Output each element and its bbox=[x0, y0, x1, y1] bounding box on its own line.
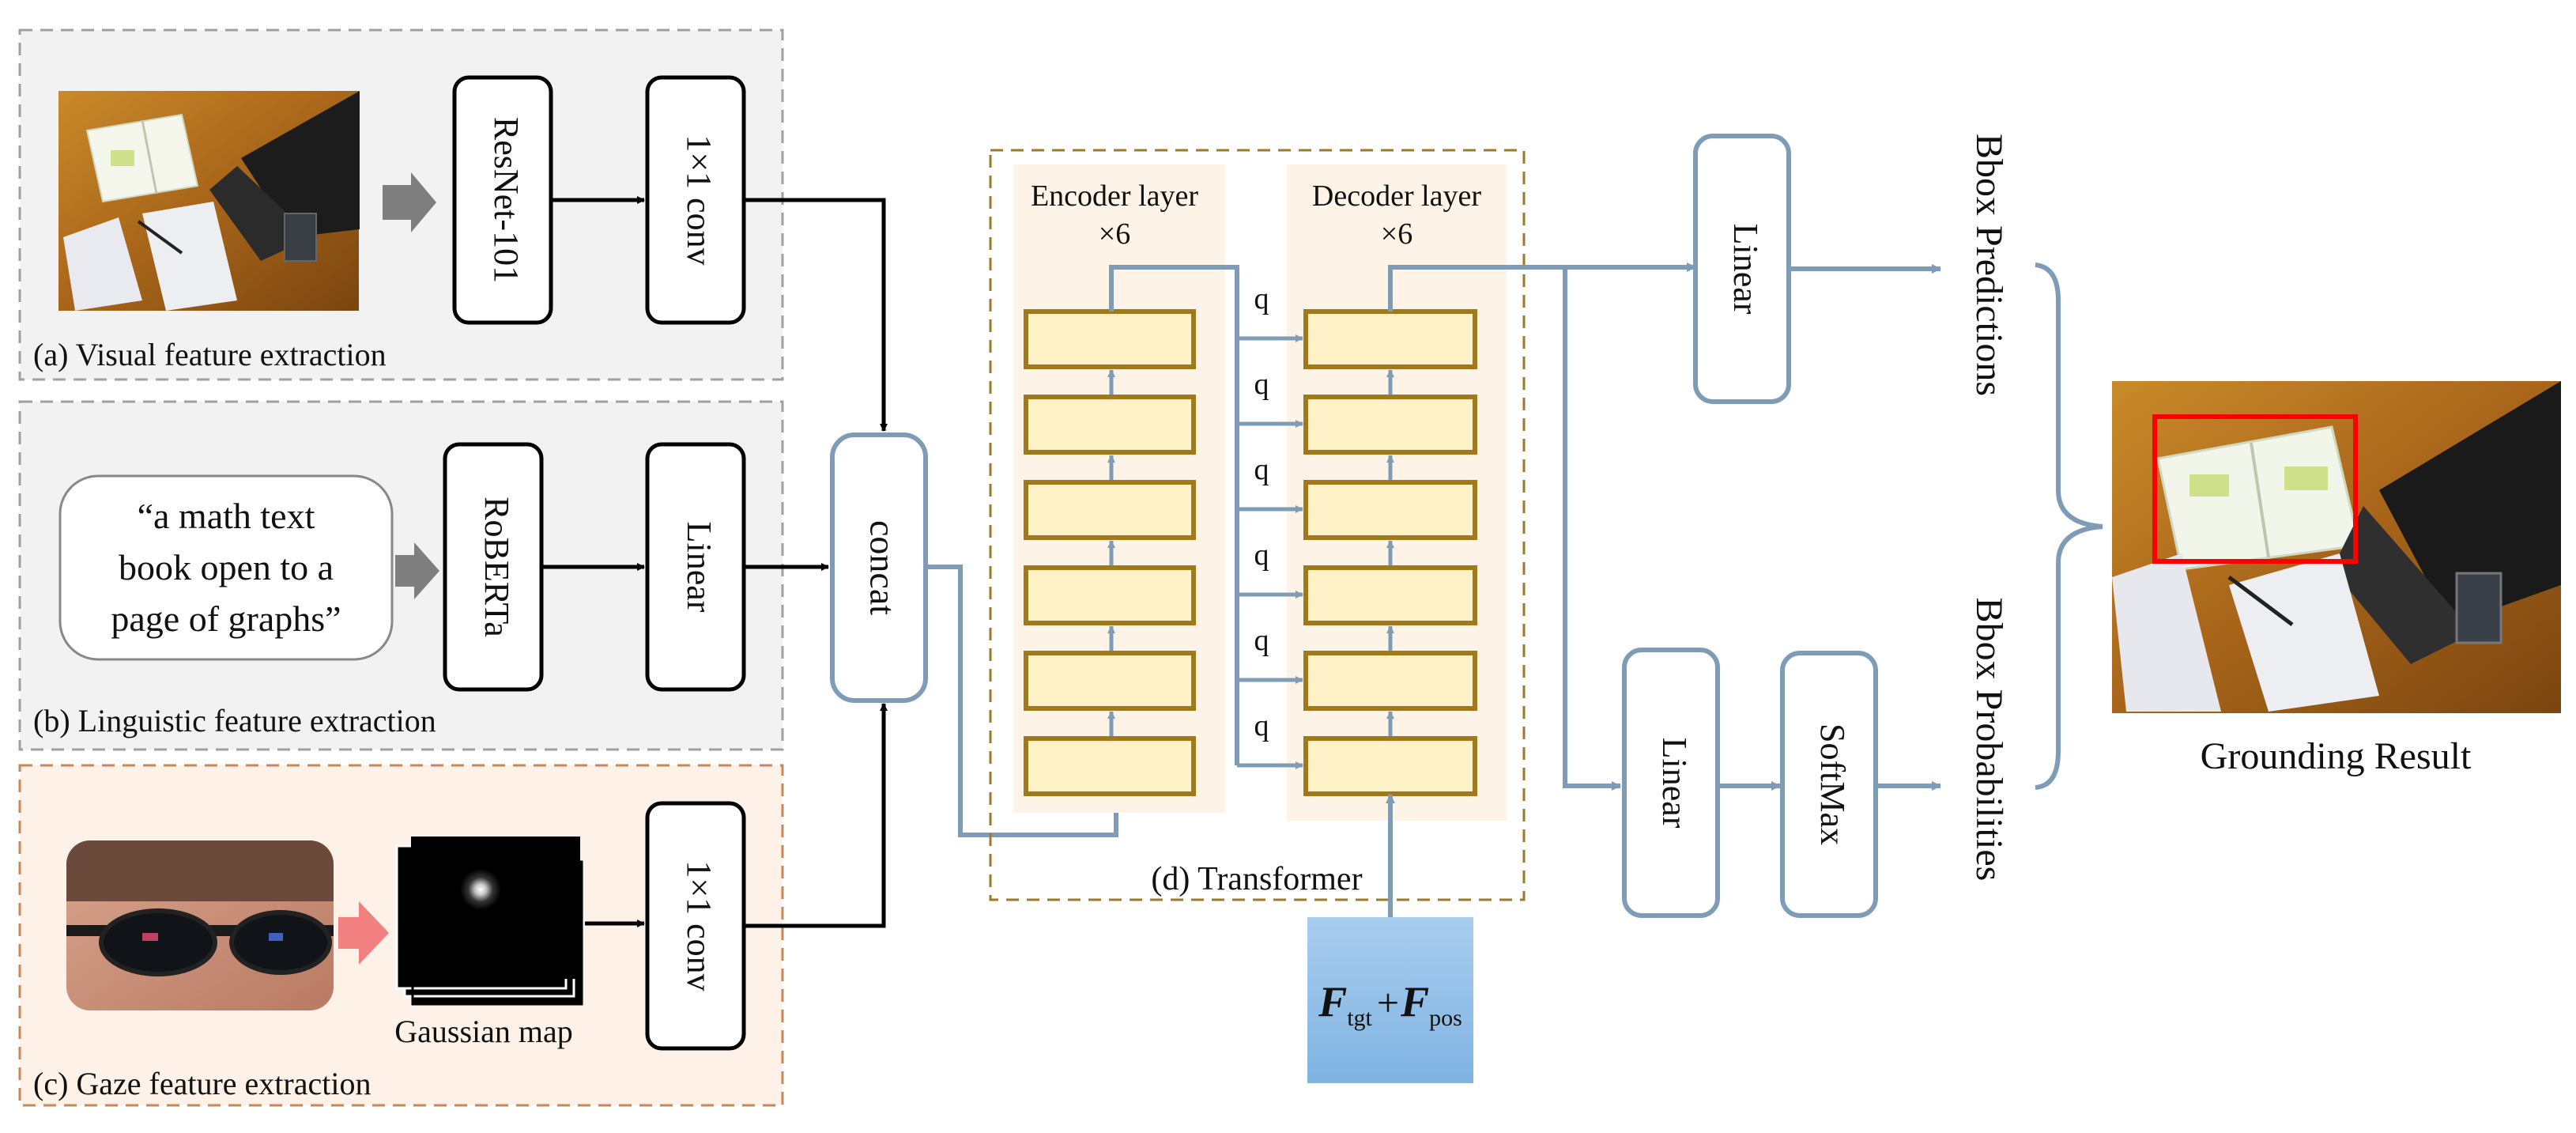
query-q-label: q bbox=[1254, 538, 1269, 572]
linguistic-linear-label: Linear bbox=[680, 522, 718, 613]
predicted-bbox bbox=[2152, 414, 2358, 564]
transformer-label: (d) Transformer bbox=[1151, 861, 1362, 897]
encoder-layer-6 bbox=[1024, 736, 1196, 796]
decoder-layer-5 bbox=[1303, 651, 1477, 711]
visual-panel-label: (a) Visual feature extraction bbox=[33, 337, 387, 372]
encoder-layer-4 bbox=[1024, 565, 1196, 625]
right-arrow-icon bbox=[338, 901, 389, 965]
softmax-label: SoftMax bbox=[1813, 723, 1852, 845]
query-q-label: q bbox=[1254, 453, 1269, 486]
decoder-layer-3 bbox=[1303, 480, 1477, 540]
right-arrow-icon bbox=[383, 172, 436, 232]
desk-photo-thumbnail bbox=[58, 91, 360, 311]
gaussian-map-stack bbox=[395, 837, 583, 1006]
encoder-memory-line bbox=[1109, 265, 1239, 765]
decoder-layer-6 bbox=[1303, 736, 1477, 796]
grounding-result-image bbox=[2112, 381, 2561, 713]
grounding-result-label: Grounding Result bbox=[2201, 735, 2472, 777]
concat-to-encoder-arrow bbox=[926, 565, 1121, 837]
query-line-3: page of graphs” bbox=[111, 599, 341, 639]
encoder-layer-3 bbox=[1024, 480, 1196, 540]
decoder-layer-4 bbox=[1303, 565, 1477, 625]
encoder-layer-1 bbox=[1024, 309, 1196, 369]
bbox-predictions-label: Bbox Predictions bbox=[1968, 134, 2010, 396]
query-q-label: q bbox=[1254, 624, 1269, 657]
encoder-layer-5 bbox=[1024, 651, 1196, 711]
decoder-layer-1 bbox=[1303, 309, 1477, 369]
decoder-title: Decoder layer bbox=[1312, 179, 1481, 213]
roberta-label: RoBERTa bbox=[477, 497, 516, 637]
query-text-bubble bbox=[58, 474, 394, 661]
query-line-2: book open to a bbox=[119, 547, 334, 587]
query-q-label: q bbox=[1254, 709, 1269, 742]
prob-linear-label: Linear bbox=[1655, 738, 1694, 829]
right-arrow-icon bbox=[395, 542, 439, 599]
visual-to-concat-arrow bbox=[744, 198, 888, 432]
prob-linear-box bbox=[1622, 648, 1720, 918]
gaze-conv-label: 1×1 conv bbox=[680, 860, 718, 991]
query-q-label: q bbox=[1254, 368, 1269, 401]
encoder-repeat: ×6 bbox=[1099, 217, 1130, 251]
encoder-layer-2 bbox=[1024, 395, 1196, 455]
gaussian-map-label: Gaussian map bbox=[394, 1014, 573, 1049]
bbox-probabilities-label: Bbox Probabilities bbox=[1968, 598, 2010, 882]
transformer-frame bbox=[989, 149, 1526, 901]
decoder-repeat: ×6 bbox=[1381, 217, 1412, 251]
concat-label: concat bbox=[862, 520, 903, 615]
decoder-layer-2 bbox=[1303, 395, 1477, 455]
gaze-glasses-photo bbox=[66, 840, 334, 1010]
bbox-linear-label: Linear bbox=[1726, 224, 1765, 315]
resnet-label: ResNet-101 bbox=[487, 117, 526, 283]
query-line-1: “a math text bbox=[138, 496, 315, 536]
decoder-query-input bbox=[1307, 917, 1473, 1083]
query-q-label: q bbox=[1254, 282, 1269, 315]
gaze-to-concat-arrow bbox=[744, 703, 888, 928]
gaze-panel-label: (c) Gaze feature extraction bbox=[33, 1066, 371, 1101]
merge-brace bbox=[2035, 262, 2103, 790]
encoder-title: Encoder layer bbox=[1031, 179, 1198, 213]
query-formula: Ftgt+Fpos bbox=[1318, 978, 1462, 1031]
linguistic-panel-label: (b) Linguistic feature extraction bbox=[33, 703, 436, 738]
visual-conv-label: 1×1 conv bbox=[680, 134, 718, 265]
